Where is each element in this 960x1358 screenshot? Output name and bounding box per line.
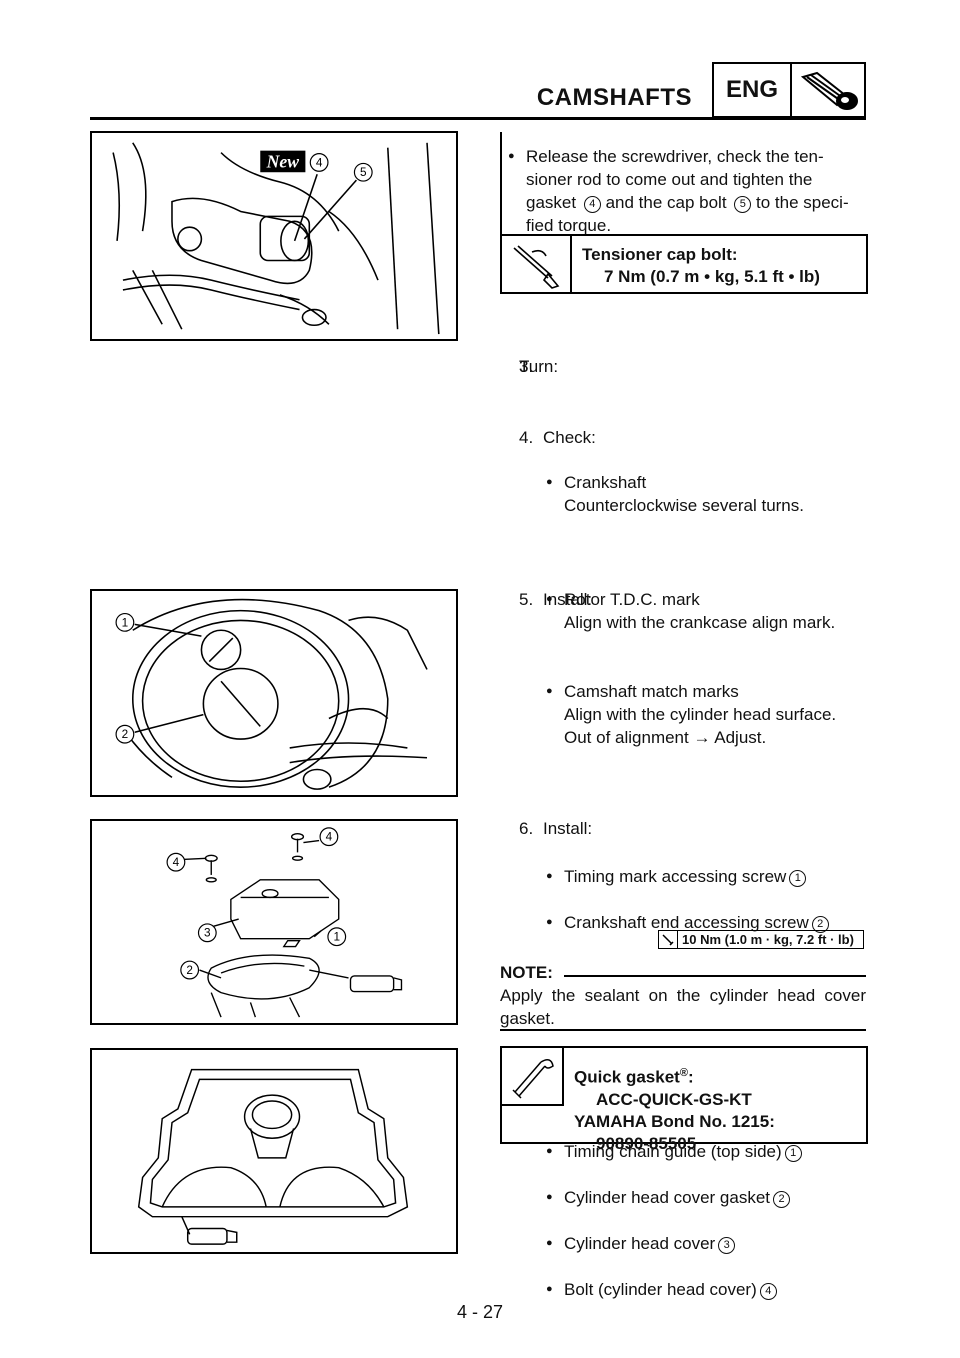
intro-line-4: fied torque.	[526, 216, 612, 235]
callout-1: 1	[122, 616, 129, 629]
step5-verb: Install:	[543, 590, 593, 609]
step6-verb: Install:	[543, 819, 593, 838]
callout-2: 2	[122, 728, 129, 741]
step4-verb: Check:	[543, 428, 596, 447]
header-rule	[90, 117, 866, 120]
callout-4: 4	[316, 156, 323, 169]
torque-spec-inline: 10 Nm (1.0 m · kg, 7.2 ft · lb)	[658, 930, 864, 949]
spec2-line-2: ACC-QUICK-GS-KT	[596, 1089, 752, 1109]
sealant-tool-icon	[502, 1048, 564, 1106]
callout-4a: 4	[173, 856, 180, 869]
step5-number: 5.	[519, 590, 534, 609]
note-rule-top	[564, 975, 866, 977]
spec1-value: 7 Nm (0.7 m • kg, 5.1 ft • lb)	[604, 267, 820, 286]
callout-2: 2	[186, 964, 193, 977]
note-label: NOTE:	[500, 963, 553, 982]
figure-gasket-sealant	[90, 1048, 458, 1254]
wrench-icon	[792, 64, 864, 116]
figure-cylinder-head-cover: 4 4 3 1 2	[90, 819, 458, 1025]
engine-badge: ENG	[712, 62, 866, 118]
note-rule-bottom	[500, 1029, 866, 1031]
intro-line-2: sioner rod to come out and tighten the	[526, 170, 813, 189]
step-3: 3.Turn:	[519, 357, 559, 376]
ref-4: 4	[583, 196, 601, 213]
note-text: Apply the sealant on the cylinder head c…	[500, 986, 866, 1028]
step3-verb: Turn:	[519, 357, 559, 376]
figure-tensioner: New 4 5	[90, 131, 458, 341]
step6-item-4: Bolt (cylinder head cover)4	[546, 1278, 884, 1301]
callout-4b: 4	[326, 831, 333, 844]
torque-wrench-icon	[659, 931, 678, 948]
intro-side-rule	[500, 132, 502, 236]
intro-line-1: Release the screwdriver, check the ten-	[526, 147, 824, 166]
section-title: CAMSHAFTS	[536, 84, 692, 111]
spec2-line-3: YAMAHA Bond No. 1215:	[574, 1111, 775, 1131]
new-badge: New	[266, 151, 300, 171]
torque-value: 10 Nm (1.0 m · kg, 7.2 ft · lb)	[682, 932, 854, 947]
callout-3: 3	[204, 927, 211, 940]
engine-label: ENG	[714, 64, 792, 116]
step3-desc: Counterclockwise several turns.	[564, 496, 804, 515]
callout-1: 1	[333, 931, 340, 944]
spec2-line-1: Quick gasket®:	[574, 1067, 694, 1087]
step4-number: 4.	[519, 428, 534, 447]
intro-bullet: Release the screwdriver, check the ten- …	[508, 145, 882, 237]
spec-box-tensioner: Tensioner cap bolt: 7 Nm (0.7 m • kg, 5.…	[500, 234, 868, 294]
step4-item-1: Rotor T.D.C. mark Align with the crankca…	[546, 588, 874, 634]
step3-number: 3.	[519, 357, 534, 376]
callout-5: 5	[360, 166, 367, 179]
spec2-line-4: 90890-85505	[596, 1133, 697, 1153]
step6-number: 6.	[519, 819, 534, 838]
intro-line-3: gasket 4 and the cap bolt 5 to the speci…	[526, 193, 849, 213]
page-number: 4 - 27	[456, 1302, 504, 1322]
figure-rotor-cover: 1 2	[90, 589, 458, 797]
ref-5: 5	[734, 196, 752, 213]
spec-box-sealant: Quick gasket®: ACC-QUICK-GS-KT YAMAHA Bo…	[500, 1046, 868, 1153]
step3-item: Crankshaft Counterclockwise several turn…	[546, 471, 874, 517]
spec1-title: Tensioner cap bolt:	[582, 245, 738, 264]
torque-wrench-icon	[502, 236, 572, 292]
step6-item-1: Timing chain guide (top side)1	[546, 1140, 884, 1163]
step4-item-2: Camshaft match marks Align with the cyli…	[546, 680, 874, 749]
